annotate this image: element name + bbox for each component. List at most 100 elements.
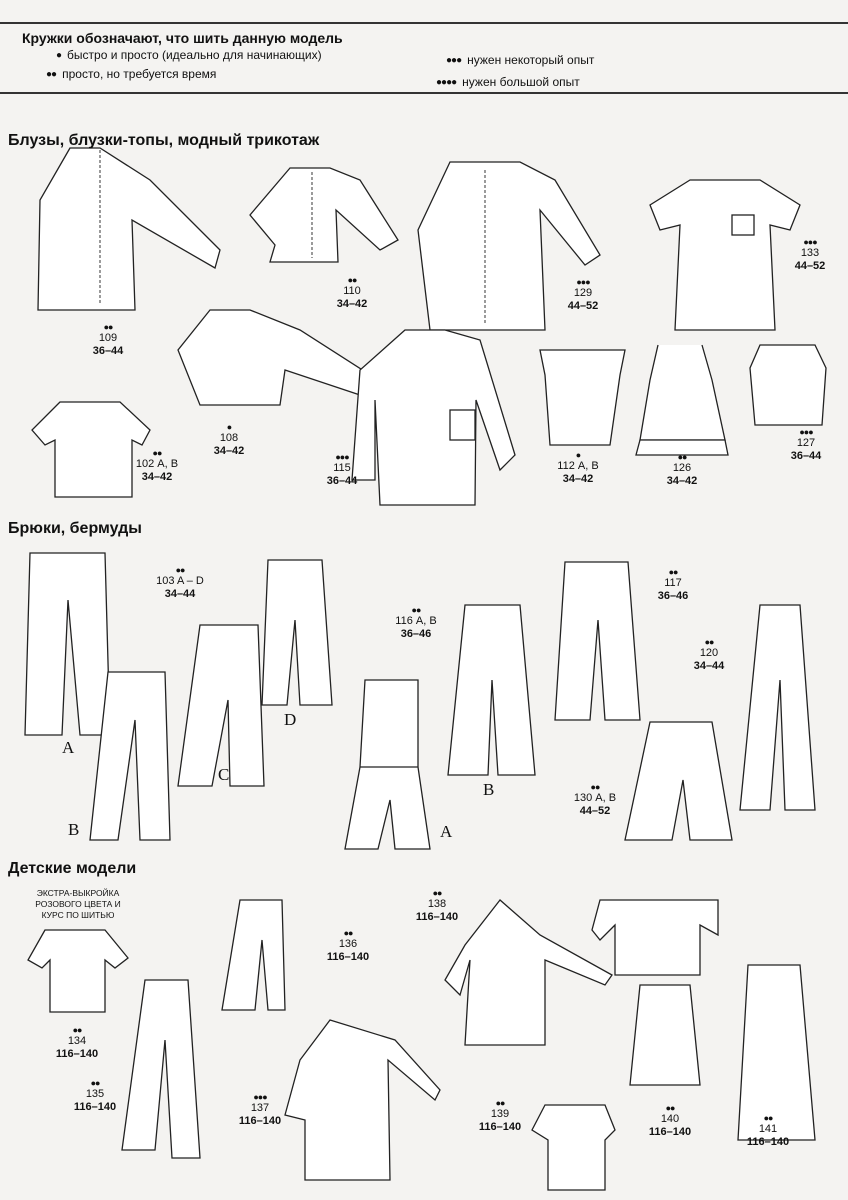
- trousers-103a: [24, 552, 111, 736]
- difficulty-dots-icon: ●●: [90, 1078, 101, 1088]
- model-number: 137: [250, 1102, 270, 1114]
- trousers-117: [554, 561, 641, 721]
- trousers-136: [221, 899, 286, 1011]
- legend-text: быстро и просто (идеально для начинающих…: [67, 48, 322, 62]
- model-sizes: 36–44: [92, 345, 124, 357]
- model-sizes: 36–44: [790, 450, 822, 462]
- model-sizes: 116–140: [746, 1136, 790, 1148]
- model-number: 116 А, В: [395, 615, 437, 627]
- garment-129: [417, 161, 601, 331]
- variant-letter-b: B: [68, 820, 80, 839]
- jacket-137: [284, 1019, 441, 1181]
- difficulty-dots-icon: ●●: [665, 1103, 676, 1113]
- garment-112: [539, 349, 626, 446]
- model-number: 134: [67, 1035, 87, 1047]
- difficulty-dots-icon: ●●: [46, 68, 57, 80]
- model-number: 110: [343, 285, 361, 297]
- trousers-116a: [344, 679, 431, 850]
- model-number: 139: [490, 1108, 510, 1120]
- garment-102: [31, 401, 151, 498]
- trousers-103b: [89, 671, 171, 841]
- garment-110: [249, 167, 399, 263]
- difficulty-dots-icon: ●●●: [335, 452, 349, 462]
- section-title-trousers: Брюки, бермуды: [8, 520, 142, 537]
- model-number: 109: [98, 332, 118, 344]
- top-140: [591, 899, 719, 976]
- garment-127: [749, 344, 827, 426]
- legend-item-2: ●● просто, но требуется время: [46, 67, 216, 81]
- variant-letter-c: C: [218, 765, 230, 784]
- difficulty-dots-icon: ●●: [72, 1025, 83, 1035]
- legend-item-4: ●●●●нужен большой опыт: [436, 75, 580, 89]
- model-number: 103 A – D: [156, 575, 204, 587]
- trousers-120: [739, 604, 816, 811]
- difficulty-dots-icon: ●●: [495, 1098, 506, 1108]
- top-139: [531, 1104, 616, 1191]
- model-number: 127: [796, 437, 816, 449]
- difficulty-dots-icon: ●: [56, 49, 62, 61]
- section-title-blouses: Блузы, блузки-топы, модный трикотаж: [8, 132, 320, 149]
- model-number: 135: [85, 1088, 105, 1100]
- model-number: 108: [219, 432, 239, 444]
- variant-letter-a: A: [62, 738, 75, 757]
- legend-text: нужен некоторый опыт: [467, 53, 595, 67]
- model-number: 102 А, В: [135, 458, 179, 470]
- model-sizes: 44–52: [794, 260, 826, 272]
- legend-text: просто, но требуется время: [62, 67, 217, 81]
- garment-133: [649, 179, 801, 331]
- variant-letter-d: D: [284, 710, 297, 729]
- model-number: 138: [427, 898, 447, 910]
- model-sizes: 44–52: [579, 805, 611, 817]
- difficulty-dots-icon: ●●●: [446, 54, 462, 66]
- garment-126: [635, 344, 729, 456]
- model-number: 136: [338, 938, 358, 950]
- top-rule: [0, 22, 848, 24]
- difficulty-dots-icon: ●●: [411, 605, 422, 615]
- model-sizes: 36–46: [400, 628, 432, 640]
- difficulty-dots-icon: ●●●: [799, 427, 813, 437]
- model-sizes: 36–46: [657, 590, 689, 602]
- difficulty-dots-icon: ●●: [590, 782, 601, 792]
- garment-134: [27, 929, 129, 1013]
- model-sizes: 44–52: [567, 300, 599, 312]
- difficulty-dots-icon: ●●: [432, 888, 443, 898]
- model-number: 112 А, В: [557, 460, 599, 472]
- model-sizes: 34–42: [141, 471, 173, 483]
- model-number: 126: [672, 462, 692, 474]
- model-sizes: 116–140: [55, 1048, 99, 1060]
- trousers-135: [121, 979, 201, 1159]
- model-sizes: 34–44: [164, 588, 196, 600]
- garment-108: [177, 309, 380, 406]
- garment-109: [37, 147, 221, 311]
- legend-text: нужен большой опыт: [462, 75, 580, 89]
- trousers-103d: [261, 559, 333, 706]
- model-sizes: 116–140: [326, 951, 370, 963]
- model-number: 117: [664, 577, 682, 589]
- difficulty-dots-icon: ●●: [347, 275, 358, 285]
- model-number: 133: [800, 247, 820, 259]
- section-title-kids: Детские модели: [8, 860, 137, 877]
- difficulty-dots-icon: ●●●: [576, 277, 590, 287]
- model-sizes: 34–42: [666, 475, 698, 487]
- model-sizes: 116–140: [238, 1115, 282, 1127]
- model-number: 115: [333, 462, 351, 474]
- model-sizes: 36–44: [326, 475, 358, 487]
- model-sizes: 34–42: [562, 473, 594, 485]
- variant-letter-a-116: A: [440, 822, 453, 841]
- legend-item-3: ●●● нужен некоторый опыт: [446, 53, 594, 67]
